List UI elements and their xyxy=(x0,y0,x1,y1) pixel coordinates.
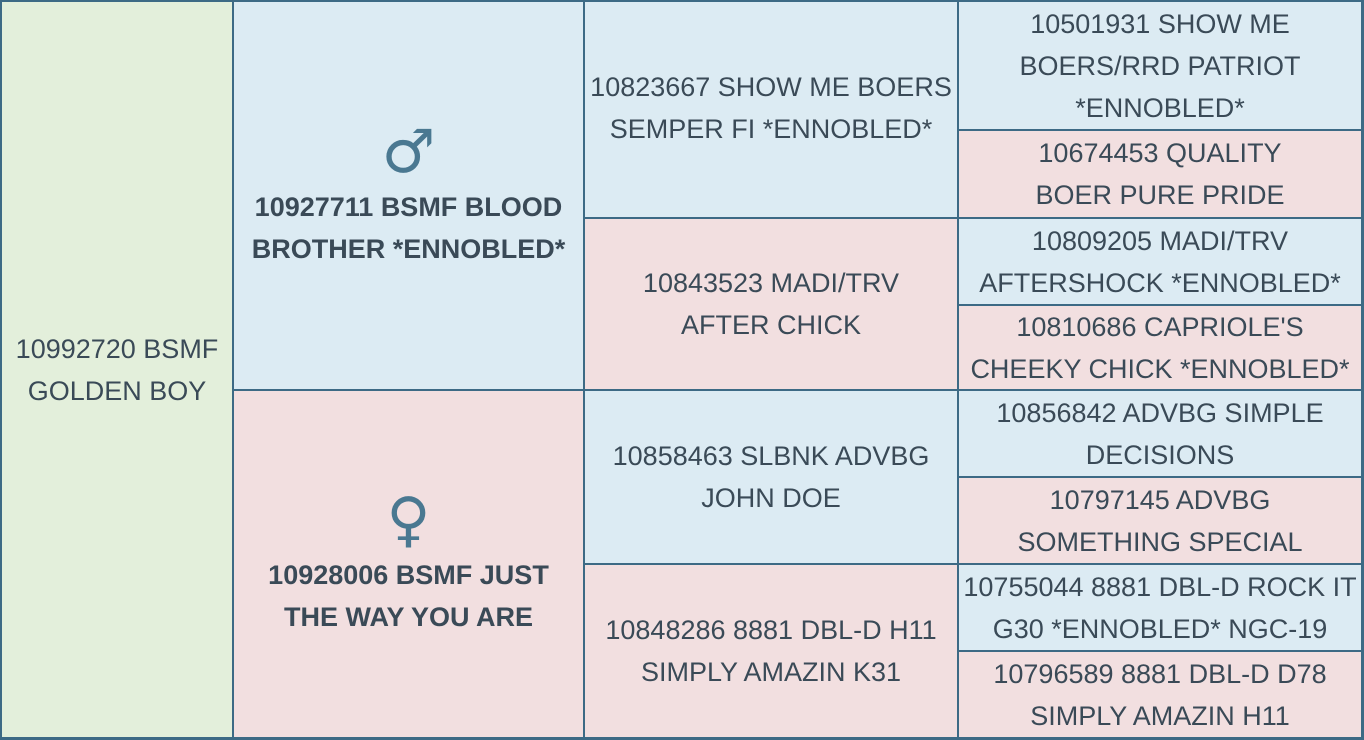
great-grandparent-cell: 10796589 8881 DBL-D D78 SIMPLY AMAZIN H1… xyxy=(959,652,1361,737)
great-grandparent-cell: 10797145 ADVBG SOMETHING SPECIAL xyxy=(959,478,1361,565)
great-grandparent-name: 10674453 QUALITY BOER PURE PRIDE xyxy=(1035,138,1285,210)
great-grandparent-cell: 10501931 SHOW ME BOERS/RRD PATRIOT *ENNO… xyxy=(959,2,1361,131)
grandparent-name: 10823667 SHOW ME BOERS SEMPER FI *ENNOBL… xyxy=(590,72,952,144)
great-grandparent-name: 10809205 MADI/TRV AFTERSHOCK *ENNOBLED* xyxy=(979,225,1341,298)
sire-name: 10927711 BSMF BLOOD BROTHER *ENNOBLED* xyxy=(251,191,566,264)
great-grandparent-name: 10755044 8881 DBL-D ROCK IT G30 *ENNOBLE… xyxy=(963,571,1357,644)
dam-cell: ♀ 10928006 BSMF JUST THE WAY YOU ARE xyxy=(234,391,585,737)
grandparent-cell: 10843523 MADI/TRV AFTER CHICK xyxy=(585,219,959,391)
great-grandparent-cell: 10809205 MADI/TRV AFTERSHOCK *ENNOBLED* xyxy=(959,219,1361,306)
male-symbol-icon: ♂ xyxy=(381,116,436,187)
grandparent-name: 10858463 SLBNK ADVBG JOHN DOE xyxy=(612,441,930,513)
grandparent-cell: 10823667 SHOW ME BOERS SEMPER FI *ENNOBL… xyxy=(585,2,959,219)
subject-cell: 10992720 BSMF GOLDEN BOY xyxy=(2,2,234,737)
great-grandparent-name: 10797145 ADVBG SOMETHING SPECIAL xyxy=(1017,484,1303,557)
great-grandparent-name: 10810686 CAPRIOLE'S CHEEKY CHICK *ENNOBL… xyxy=(970,311,1350,384)
great-grandparent-name: 10796589 8881 DBL-D D78 SIMPLY AMAZIN H1… xyxy=(993,658,1327,731)
great-grandparent-name: 10856842 ADVBG SIMPLE DECISIONS xyxy=(996,397,1324,470)
great-grandparent-cell: 10856842 ADVBG SIMPLE DECISIONS xyxy=(959,391,1361,478)
great-grandparent-cell: 10810686 CAPRIOLE'S CHEEKY CHICK *ENNOBL… xyxy=(959,306,1361,391)
female-symbol-icon: ♀ xyxy=(386,485,431,555)
grandparent-cell: 10858463 SLBNK ADVBG JOHN DOE xyxy=(585,391,959,565)
grandparent-name: 10843523 MADI/TRV AFTER CHICK xyxy=(642,268,900,340)
great-grandparent-cell: 10755044 8881 DBL-D ROCK IT G30 *ENNOBLE… xyxy=(959,565,1361,652)
great-grandparent-name: 10501931 SHOW ME BOERS/RRD PATRIOT *ENNO… xyxy=(1019,8,1301,123)
sire-cell: ♂ 10927711 BSMF BLOOD BROTHER *ENNOBLED* xyxy=(234,2,585,391)
great-grandparent-cell: 10674453 QUALITY BOER PURE PRIDE xyxy=(959,131,1361,219)
subject-name: 10992720 BSMF GOLDEN BOY xyxy=(15,333,219,406)
grandparent-name: 10848286 8881 DBL-D H11 SIMPLY AMAZIN K3… xyxy=(605,615,937,687)
dam-name: 10928006 BSMF JUST THE WAY YOU ARE xyxy=(268,560,549,632)
grandparent-cell: 10848286 8881 DBL-D H11 SIMPLY AMAZIN K3… xyxy=(585,565,959,737)
